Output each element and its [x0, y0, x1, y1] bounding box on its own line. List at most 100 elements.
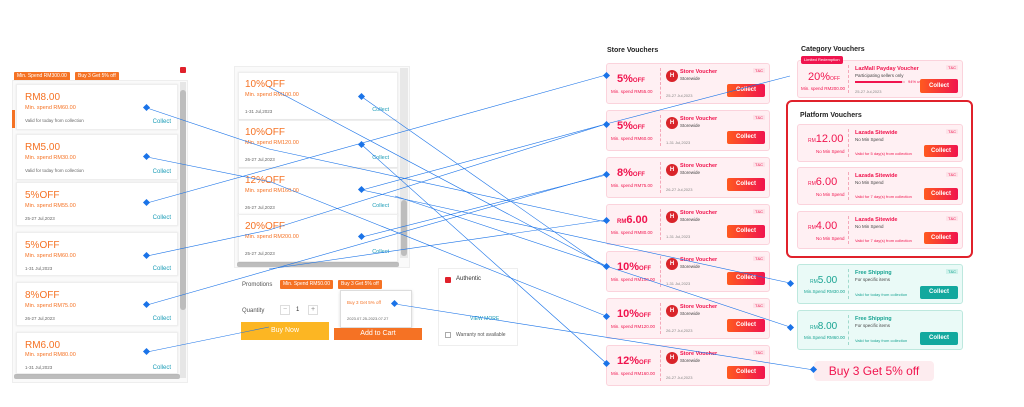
buy-now-button[interactable]: Buy Now — [241, 322, 329, 340]
quantity-decrement-button[interactable]: − — [280, 305, 290, 315]
collect-button[interactable]: Collect — [727, 272, 765, 285]
store-vouchers-title: Store Vouchers — [607, 47, 659, 54]
collect-button[interactable]: Collect — [727, 366, 765, 379]
tc-link[interactable]: T&C — [753, 68, 765, 73]
collect-button[interactable]: Collect — [727, 319, 765, 332]
voucher-scope: Storewide — [680, 76, 701, 81]
tc-link[interactable]: T&C — [946, 129, 958, 134]
collect-link[interactable]: Collect — [152, 169, 171, 175]
collect-link[interactable]: Collect — [372, 107, 389, 113]
left-horizontal-scrollbar[interactable] — [14, 374, 180, 379]
voucher-amount: 5%OFF — [617, 73, 645, 85]
voucher-min-spend: Min. spend RM55.00 — [611, 89, 653, 94]
tc-link[interactable]: T&C — [753, 256, 765, 261]
store-voucher-card: 10%OFF Min. spend RM120.00 H Store Vouch… — [606, 298, 770, 339]
voucher-date: 26-27 Jul,2023 — [666, 328, 693, 333]
voucher-amount: RM6.00 — [25, 340, 61, 351]
quantity-value[interactable]: 1 — [296, 307, 300, 313]
voucher-date: 1-31 Jul,2023 — [25, 365, 53, 370]
voucher-date: 25-27 Jul,2023 — [666, 93, 693, 98]
tc-link[interactable]: T&C — [946, 65, 958, 70]
promotions-label: Promotions — [242, 282, 273, 288]
tc-link[interactable]: T&C — [946, 269, 958, 274]
promo-min-spend-tag[interactable]: Min. Spend RM50.00 — [280, 280, 333, 289]
collect-button[interactable]: Collect — [727, 225, 765, 238]
voucher-min-spend: Min. spend RM55.00 — [25, 203, 76, 209]
voucher-name: Store Voucher — [680, 210, 718, 216]
platform-voucher-card: RM4.00 No Min Spend Lazada Sitewide No M… — [797, 211, 963, 249]
voucher-amount: 12%OFF — [245, 175, 286, 186]
tc-link[interactable]: T&C — [753, 162, 765, 167]
voucher-name: Lazada Sitewide — [855, 130, 898, 136]
collect-button[interactable]: Collect — [924, 145, 958, 157]
voucher-amount: 20%OFF — [808, 71, 841, 83]
tc-link[interactable]: T&C — [753, 115, 765, 120]
middle-voucher-card: 12%OFF Min. spend RM160.00 26-27 Jul,202… — [238, 168, 398, 216]
promo-popup: Buy 3 Get 5% off 2023.07.25-2023.07.27 — [340, 290, 412, 328]
collect-button[interactable]: Collect — [727, 131, 765, 144]
collect-link[interactable]: Collect — [372, 203, 389, 209]
tc-link[interactable]: T&C — [753, 209, 765, 214]
tc-link[interactable]: T&C — [946, 172, 958, 177]
tc-link[interactable]: T&C — [753, 303, 765, 308]
collect-link[interactable]: Collect — [372, 155, 389, 161]
tc-link[interactable]: T&C — [946, 216, 958, 221]
category-voucher-card: Limited Redemption 20%OFF Min. spend RM2… — [797, 56, 963, 98]
collect-button[interactable]: Collect — [924, 188, 958, 200]
collect-button[interactable]: Collect — [920, 286, 958, 299]
voucher-name: Free Shipping — [855, 270, 892, 276]
voucher-name: Store Voucher — [680, 351, 718, 357]
close-icon[interactable] — [180, 67, 186, 73]
collect-link[interactable]: Collect — [152, 119, 171, 125]
platform-voucher-card: RM12.00 No Min Spend Lazada Sitewide No … — [797, 124, 963, 162]
collect-link[interactable]: Collect — [372, 249, 389, 255]
promo-buy3-tag[interactable]: Buy 3 Get 5% off — [338, 280, 382, 289]
voucher-date: 25-27 Jul,2023 — [855, 89, 882, 94]
authentic-icon — [445, 277, 451, 283]
voucher-amount: 10%OFF — [617, 261, 652, 273]
voucher-name: Store Voucher — [680, 69, 718, 75]
collect-link[interactable]: Collect — [152, 316, 171, 322]
collect-button[interactable]: Collect — [727, 84, 765, 97]
store-logo-icon: H — [666, 305, 678, 317]
divider — [660, 303, 661, 334]
buy3-tag: Buy 3 Get 5% off — [75, 72, 119, 81]
quantity-increment-button[interactable]: + — [308, 305, 318, 315]
collect-button[interactable]: Collect — [920, 79, 958, 93]
view-more-link[interactable]: VIEW MORE — [470, 316, 500, 322]
left-voucher-card: 5%OFF Min. spend RM55.00 25-27 Jul,2023 … — [16, 182, 178, 226]
divider — [660, 350, 661, 381]
store-voucher-card: 5%OFF Min. spend RM55.00 H Store Voucher… — [606, 63, 770, 104]
voucher-validity: Valid for 7 day(s) from collection — [855, 238, 912, 243]
store-logo-icon: H — [666, 117, 678, 129]
voucher-date: 25-27 Jul,2023 — [245, 251, 275, 256]
usage-percent: 94% used — [908, 79, 926, 84]
voucher-min-spend: Min. spend RM80.00 — [25, 352, 76, 358]
limited-redemption-badge: Limited Redemption — [801, 56, 843, 64]
middle-scrollbar-thumb[interactable] — [401, 200, 407, 256]
middle-horizontal-scrollbar[interactable] — [237, 262, 399, 267]
store-logo-icon: H — [666, 70, 678, 82]
collect-link[interactable]: Collect — [152, 266, 171, 272]
collect-button[interactable]: Collect — [924, 232, 958, 244]
voucher-date: 26-27 Jul,2023 — [25, 316, 55, 321]
voucher-min-spend: No Min Spend — [816, 149, 845, 154]
usage-progress-fill — [855, 81, 902, 83]
left-voucher-card: RM6.00 Min. spend RM80.00 1-31 Jul,2023 … — [16, 332, 178, 374]
divider — [848, 65, 849, 93]
voucher-date: 26-27 Jul,2023 — [245, 205, 275, 210]
voucher-min-spend: Min. spend RM80.00 — [611, 230, 653, 235]
add-to-cart-button[interactable]: Add to Cart — [334, 328, 422, 340]
voucher-amount: RM12.00 — [808, 133, 844, 145]
voucher-amount: 8%OFF — [25, 290, 60, 301]
tc-link[interactable]: T&C — [753, 350, 765, 355]
left-scrollbar-thumb[interactable] — [180, 90, 186, 310]
collect-button[interactable]: Collect — [920, 332, 958, 345]
left-voucher-card: RM5.00 Min. spend RM30.00 Valid for toda… — [16, 134, 178, 180]
collect-link[interactable]: Collect — [152, 365, 171, 371]
voucher-scope: Storewide — [680, 123, 701, 128]
voucher-min-spend: Min. spend RM75.00 — [25, 303, 76, 309]
voucher-date: 26-27 Jul,2023 — [666, 375, 693, 380]
collect-button[interactable]: Collect — [727, 178, 765, 191]
collect-link[interactable]: Collect — [152, 215, 171, 221]
